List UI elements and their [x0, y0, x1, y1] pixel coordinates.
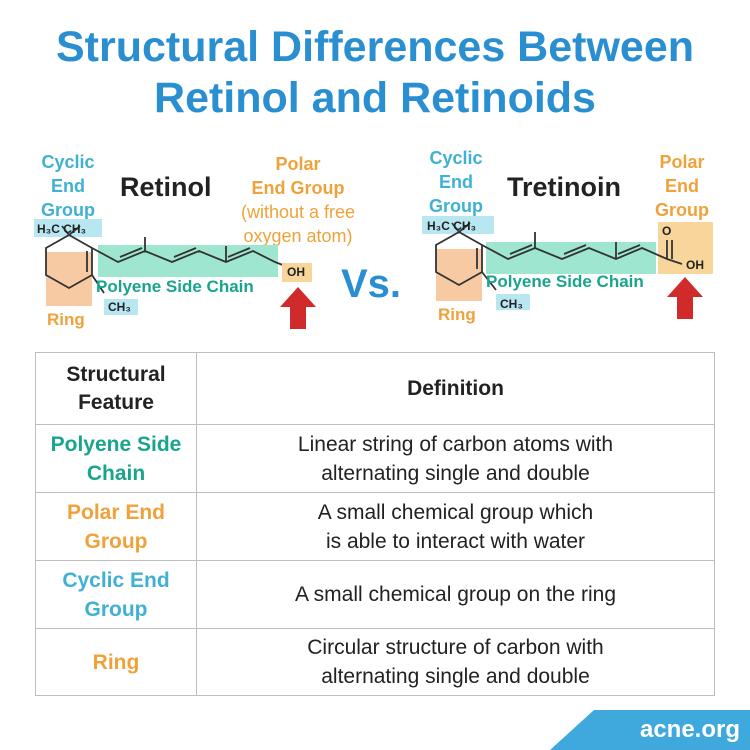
feature-polyene-side-chain: Polyene Side Chain [35, 424, 197, 493]
retinol-methyl-pair: H₃C CH₃ [37, 222, 87, 236]
table-row: Ring Circular structure of carbon with a… [35, 628, 715, 696]
retinol-polar-end-group-label: Polar End Group (without a free oxygen a… [240, 154, 356, 246]
cyclic-group-highlight [34, 219, 102, 237]
retinol-polyene-label: Polyene Side Chain [96, 277, 254, 296]
header-structural-feature: Structural Feature [35, 352, 197, 425]
hydroxyl-highlight [282, 263, 312, 282]
retinol-bonds [45, 225, 289, 294]
tretinoin-cyclic-end-group-label: Cyclic End Group [429, 148, 483, 216]
tretinoin-methyl: CH₃ [500, 297, 523, 311]
polyene-highlight [98, 245, 278, 277]
retinol-polar-arrow-icon [280, 287, 316, 329]
table-row: Polyene Side Chain Linear string of carb… [35, 424, 715, 493]
cyclic-group-highlight [422, 216, 494, 234]
definition-ring: Circular structure of carbon with altern… [196, 628, 715, 696]
methyl-highlight [104, 299, 138, 315]
definitions-table: Structural Feature Definition Polyene Si… [35, 352, 715, 696]
ring-highlight [436, 249, 482, 301]
brand-logo[interactable]: acne.org [639, 716, 740, 743]
tretinoin-hydroxyl: OH [686, 258, 704, 272]
feature-cyclic-end-group: Cyclic End Group [35, 560, 197, 629]
tretinoin-structure-diagram [422, 216, 713, 310]
vs-label: Vs. [341, 262, 402, 306]
tretinoin-bonds [435, 222, 683, 291]
definition-polyene-side-chain: Linear string of carbon atoms with alter… [196, 424, 715, 493]
title-line-1: Structural Differences Between [55, 23, 695, 71]
retinol-ring-label: Ring [47, 310, 85, 329]
tretinoin-ring-label: Ring [438, 305, 476, 324]
retinol-hydroxyl: OH [287, 265, 305, 279]
polyene-highlight [486, 242, 656, 274]
page-title: Structural Differences Between Retinol a… [0, 22, 750, 124]
retinol-cyclic-end-group-label: Cyclic End Group [41, 152, 95, 220]
tretinoin-name: Tretinoin [507, 172, 621, 202]
feature-ring: Ring [35, 628, 197, 696]
retinol-name: Retinol [120, 172, 212, 202]
tretinoin-methyl-pair: H₃C CH₃ [427, 219, 477, 233]
table-row: Polar End Group A small chemical group w… [35, 492, 715, 561]
retinol-methyl: CH₃ [108, 300, 131, 314]
header-definition: Definition [196, 352, 715, 425]
definition-cyclic-end-group: A small chemical group on the ring [196, 560, 715, 629]
table-row: Cyclic End Group A small chemical group … [35, 560, 715, 629]
methyl-highlight [496, 294, 530, 310]
feature-polar-end-group: Polar End Group [35, 492, 197, 561]
tretinoin-polar-end-group-label: Polar End Group [655, 152, 709, 220]
tretinoin-polyene-label: Polyene Side Chain [486, 272, 644, 291]
definition-polar-end-group: A small chemical group which is able to … [196, 492, 715, 561]
tretinoin-polar-arrow-icon [667, 277, 703, 319]
table-header-row: Structural Feature Definition [35, 352, 715, 425]
tretinoin-oxygen: O [662, 224, 672, 238]
retinol-structure-diagram [34, 219, 312, 315]
title-line-2: Retinol and Retinoids [154, 74, 596, 122]
